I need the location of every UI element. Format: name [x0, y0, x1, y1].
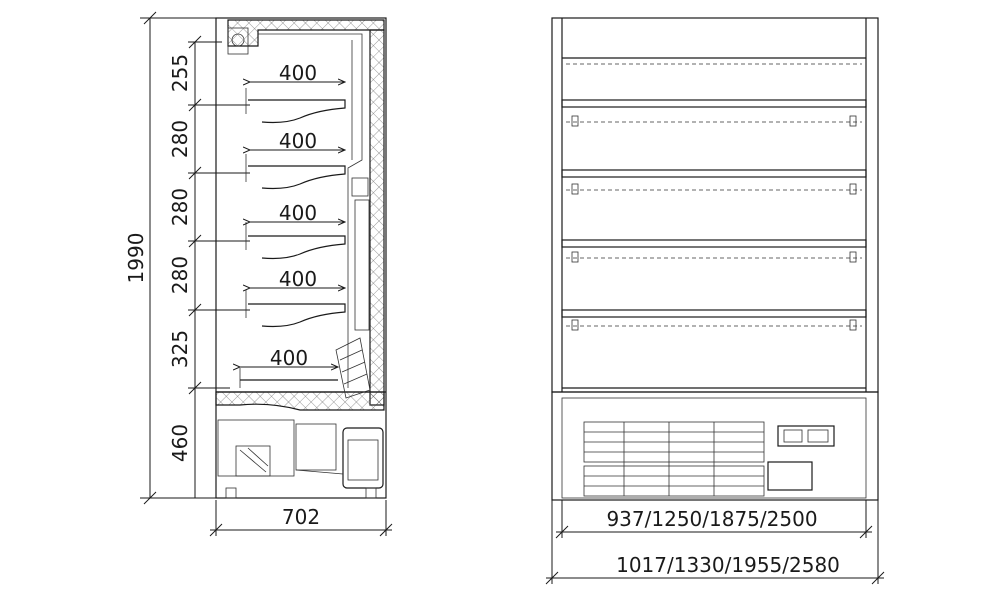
- outer-width-dimension: 1017/1330/1955/2580: [545, 500, 885, 585]
- spacing-label-5: 325: [168, 330, 192, 368]
- spacing-label-6: 460: [168, 424, 192, 462]
- front-view: 937/1250/1875/2500 1017/1330/1955/2580: [545, 17, 885, 585]
- total-depth-dimension: 702: [209, 500, 393, 537]
- inner-width-dimension: 937/1250/1875/2500: [555, 500, 873, 539]
- shelf-depth-label-3: 400: [279, 201, 317, 225]
- shelves-side: [239, 88, 346, 388]
- ventilation-grille: [583, 421, 765, 497]
- total-depth-label: 702: [282, 505, 320, 529]
- shelves-front: [561, 99, 867, 389]
- cabinet-front-body: [551, 17, 879, 501]
- cabinet-side-body: [215, 17, 387, 499]
- shelf-spacing-dimensions: 255 280 280 280 325 460: [168, 35, 250, 498]
- spacing-label-1: 255: [168, 54, 192, 92]
- total-height-dimension: 1990: [124, 11, 220, 505]
- spacing-label-4: 280: [168, 256, 192, 294]
- shelf-depth-label-5: 400: [270, 346, 308, 370]
- outer-width-label: 1017/1330/1955/2580: [616, 553, 840, 577]
- shelf-depth-dimensions: 400 400 400 400 400: [240, 61, 345, 370]
- side-view: 1990 255 280 280 280 325 460: [124, 11, 393, 537]
- controller-panel: [767, 425, 835, 491]
- shelf-depth-label-4: 400: [279, 267, 317, 291]
- spacing-label-3: 280: [168, 188, 192, 226]
- total-height-label: 1990: [124, 233, 148, 284]
- shelf-depth-label-2: 400: [279, 129, 317, 153]
- spacing-label-2: 280: [168, 120, 192, 158]
- inner-width-label: 937/1250/1875/2500: [606, 507, 817, 531]
- shelf-depth-label-1: 400: [279, 61, 317, 85]
- machine-compartment: [217, 419, 384, 499]
